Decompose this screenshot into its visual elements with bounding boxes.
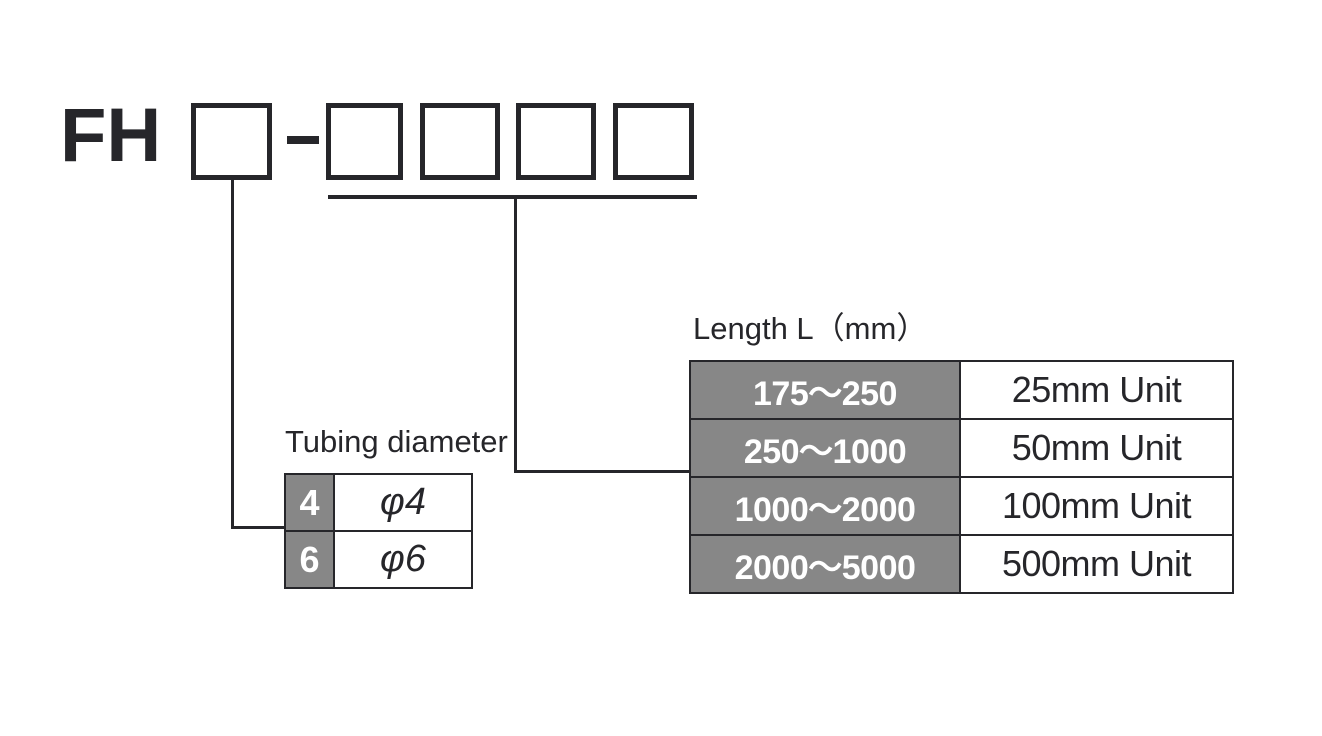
part-number-box-tubing-diameter	[191, 103, 272, 180]
part-number-box-length-1	[326, 103, 403, 180]
tubing-code-cell: 6	[284, 530, 335, 589]
tubing-diameter-table: 4 φ4 6 φ6	[284, 473, 473, 589]
part-number-prefix: FH	[60, 93, 162, 178]
part-number-box-length-2	[420, 103, 500, 180]
length-value-cell: 100mm Unit	[959, 476, 1234, 536]
tubing-code-cell: 4	[284, 473, 335, 532]
length-code-cell: 175～250	[689, 360, 961, 420]
leader-line-tubing-horizontal	[231, 526, 286, 529]
length-bracket	[328, 195, 697, 199]
leader-line-length-vertical	[514, 197, 517, 472]
table-row: 6 φ6	[284, 530, 473, 589]
table-row: 250～1000 50mm Unit	[689, 418, 1234, 478]
table-row: 1000～2000 100mm Unit	[689, 476, 1234, 536]
length-code-cell: 1000～2000	[689, 476, 961, 536]
table-row: 4 φ4	[284, 473, 473, 532]
tubing-value-cell: φ6	[333, 530, 473, 589]
length-code-cell: 250～1000	[689, 418, 961, 478]
length-table-title: Length L（mm）	[693, 311, 928, 346]
part-number-box-length-3	[516, 103, 596, 180]
part-number-separator-dash	[287, 136, 319, 144]
length-value-cell: 500mm Unit	[959, 534, 1234, 594]
leader-line-length-horizontal	[514, 470, 691, 473]
tubing-table-title: Tubing diameter	[285, 424, 508, 459]
length-value-cell: 25mm Unit	[959, 360, 1234, 420]
table-row: 2000～5000 500mm Unit	[689, 534, 1234, 594]
length-code-cell: 2000～5000	[689, 534, 961, 594]
length-value-cell: 50mm Unit	[959, 418, 1234, 478]
leader-line-tubing-vertical	[231, 180, 234, 528]
table-row: 175～250 25mm Unit	[689, 360, 1234, 420]
length-table: 175～250 25mm Unit 250～1000 50mm Unit 100…	[689, 360, 1234, 594]
part-number-box-length-4	[613, 103, 694, 180]
tubing-value-cell: φ4	[333, 473, 473, 532]
